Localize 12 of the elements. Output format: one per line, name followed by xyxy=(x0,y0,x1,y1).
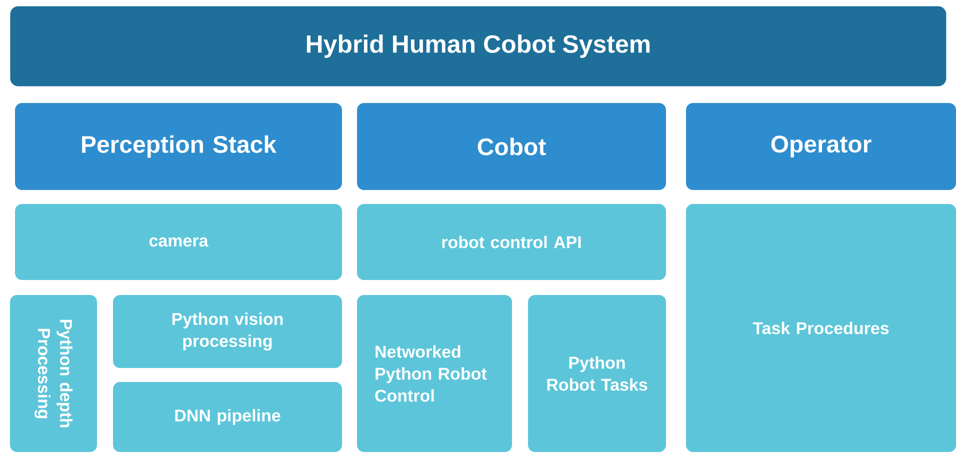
content-box: DNN pipeline xyxy=(113,382,342,452)
content-box: robot control API xyxy=(357,204,666,280)
content-box: Python vision processing xyxy=(113,295,342,368)
content-box: camera xyxy=(15,204,342,280)
header-box: Cobot xyxy=(357,103,666,190)
content-box: Python Robot Tasks xyxy=(528,295,666,452)
title-band: Hybrid Human Cobot System xyxy=(10,6,946,86)
content-box: Networked Python Robot Control xyxy=(357,295,512,452)
header-box: Operator xyxy=(686,103,956,190)
content-box: Task Procedures xyxy=(686,204,956,452)
content-box: Python depth Processing xyxy=(10,295,97,452)
header-box: Perception Stack xyxy=(15,103,342,190)
